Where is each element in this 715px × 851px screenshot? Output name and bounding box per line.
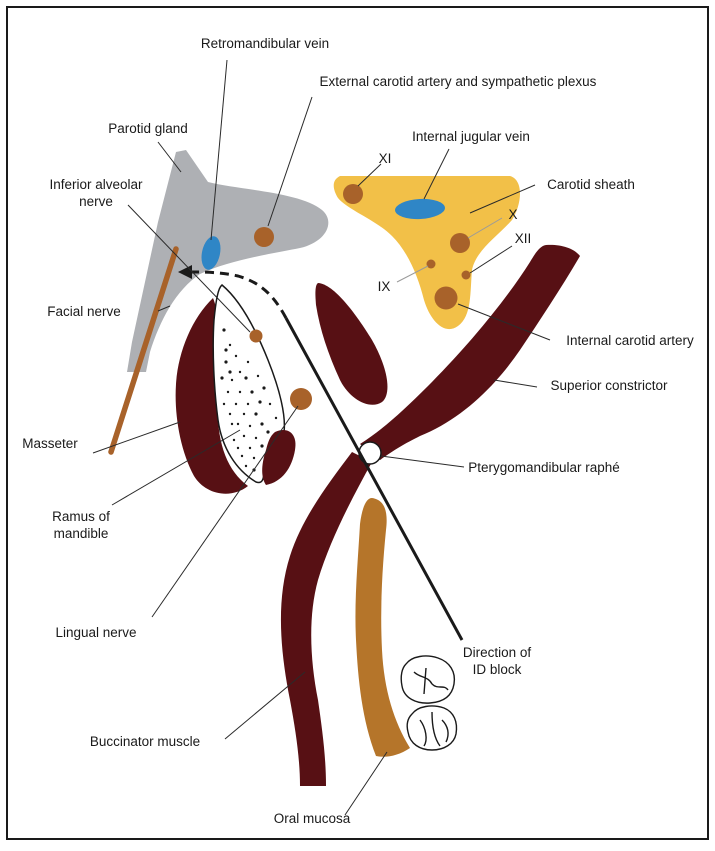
stipple-dot <box>257 375 259 377</box>
inferior-alveolar-nerve <box>250 330 263 343</box>
stipple-dot <box>250 390 253 393</box>
stipple-dot <box>233 439 235 441</box>
label-facial-nerve: Facial nerve <box>47 304 121 319</box>
label-lingual-nerve: Lingual nerve <box>55 625 136 640</box>
stipple-dot <box>224 348 227 351</box>
stipple-dot <box>239 371 241 373</box>
stipple-dot <box>249 447 251 449</box>
stipple-dot <box>229 413 231 415</box>
label-pterygomandibular-raphe: Pterygomandibular raphé <box>468 460 620 475</box>
label-internal-carotid-artery: Internal carotid artery <box>566 333 694 348</box>
label-inferior-alveolar-2: nerve <box>79 194 113 209</box>
lingual-nerve <box>290 388 312 410</box>
stipple-dot <box>239 391 241 393</box>
stipple-dot <box>247 361 249 363</box>
stipple-dot <box>247 403 249 405</box>
label-buccinator-muscle: Buccinator muscle <box>90 734 200 749</box>
label-external-carotid: External carotid artery and sympathetic … <box>320 74 597 89</box>
stipple-dot <box>269 403 271 405</box>
stipple-dot <box>235 403 237 405</box>
label-ramus-2: mandible <box>54 526 109 541</box>
stipple-dot <box>255 437 257 439</box>
stipple-dot <box>222 328 225 331</box>
hypoglossal-nerve-xii <box>462 271 471 280</box>
stipple-dot <box>227 391 229 393</box>
external-carotid-artery <box>254 227 274 247</box>
stipple-dot <box>231 379 233 381</box>
stipple-dot <box>229 344 231 346</box>
stipple-dot <box>224 360 227 363</box>
stipple-dot <box>228 370 231 373</box>
label-ix: IX <box>378 279 391 294</box>
label-direction-1: Direction of <box>463 645 532 660</box>
stipple-dot <box>260 422 263 425</box>
stipple-dot <box>260 444 263 447</box>
label-parotid-gland: Parotid gland <box>108 121 188 136</box>
label-inferior-alveolar-1: Inferior alveolar <box>49 177 143 192</box>
label-superior-constrictor: Superior constrictor <box>550 378 668 393</box>
stipple-dot <box>241 455 243 457</box>
label-masseter: Masseter <box>22 436 78 451</box>
stipple-dot <box>235 355 237 357</box>
stipple-dot <box>249 425 251 427</box>
stipple-dot <box>243 435 245 437</box>
label-ramus-1: Ramus of <box>52 509 110 524</box>
vagus-nerve-x <box>450 233 470 253</box>
stipple-dot <box>262 386 265 389</box>
stipple-dot <box>231 423 233 425</box>
stipple-dot <box>237 423 239 425</box>
stipple-dot <box>220 376 223 379</box>
stipple-dot <box>253 457 255 459</box>
stipple-dot <box>275 417 277 419</box>
stipple-dot <box>237 447 239 449</box>
label-xii: XII <box>515 231 532 246</box>
label-xi: XI <box>379 151 392 166</box>
stipple-dot <box>245 465 247 467</box>
stipple-dot <box>254 412 257 415</box>
label-retromandibular-vein: Retromandibular vein <box>201 36 329 51</box>
stipple-dot <box>258 400 261 403</box>
internal-carotid-artery <box>435 287 458 310</box>
stipple-dot <box>244 376 247 379</box>
stipple-dot <box>266 430 269 433</box>
label-carotid-sheath: Carotid sheath <box>547 177 635 192</box>
label-oral-mucosa: Oral mucosa <box>274 811 351 826</box>
label-x: X <box>508 207 517 222</box>
glossopharyngeal-nerve-ix <box>427 260 436 269</box>
stipple-dot <box>243 413 245 415</box>
label-direction-2: ID block <box>473 662 522 677</box>
stipple-dot <box>223 403 225 405</box>
label-internal-jugular-vein: Internal jugular vein <box>412 129 530 144</box>
accessory-nerve-xi <box>343 184 363 204</box>
